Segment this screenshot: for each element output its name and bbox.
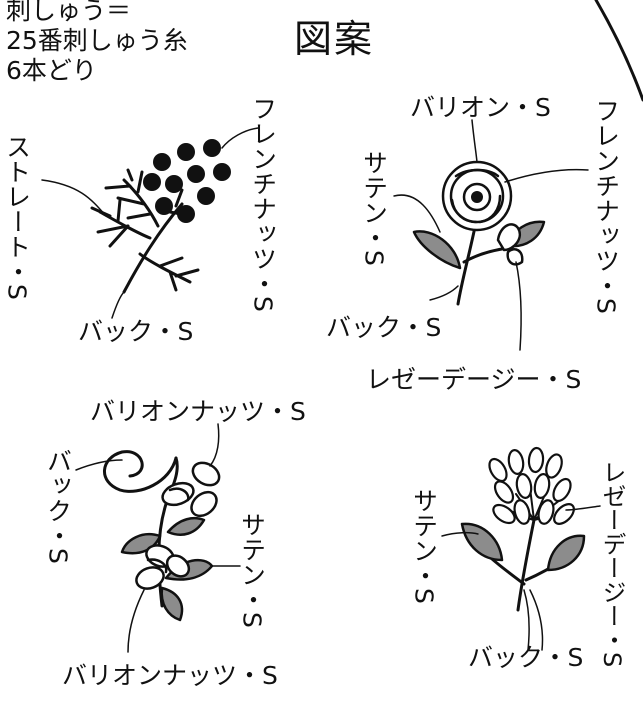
twig-branch bbox=[104, 170, 160, 228]
label-back-stitch-1: バック・S bbox=[78, 317, 193, 346]
label-bullion-stitch: バリオン・S bbox=[410, 93, 551, 122]
sprig-stem bbox=[516, 518, 536, 612]
bullion-knot-top bbox=[161, 461, 221, 518]
sprig-leaf bbox=[460, 522, 504, 562]
page-title: 図案 bbox=[294, 17, 375, 61]
motif-twig bbox=[90, 168, 200, 294]
motif1-leader-lines bbox=[41, 127, 259, 319]
vine-spiral bbox=[103, 450, 178, 493]
french-knot bbox=[177, 143, 195, 161]
motif-rose bbox=[412, 160, 546, 306]
label-french-knot-2: フレンチナッツ・S bbox=[592, 98, 621, 314]
lazy-daisy-petals bbox=[488, 446, 575, 525]
label-lazy-daisy-2: レゼーデージー・S bbox=[366, 365, 581, 394]
label-satin-stitch-3: サテン・S bbox=[238, 512, 267, 628]
label-satin-stitch-4: サテン・S bbox=[410, 488, 439, 604]
label-bullion-knot-top: バリオンナッツ・S bbox=[90, 397, 306, 426]
rose-leaf bbox=[412, 230, 462, 270]
motif-spiral-vine bbox=[103, 450, 221, 622]
french-knot bbox=[177, 205, 195, 223]
french-knot bbox=[203, 139, 221, 157]
french-knot bbox=[155, 197, 173, 215]
motif3-leader-lines bbox=[75, 423, 241, 653]
rose-petal bbox=[450, 168, 502, 224]
motif2-leader-lines bbox=[393, 119, 589, 351]
note-line-1: 刺しゅう＝ bbox=[6, 0, 132, 25]
sprig-leaf bbox=[546, 534, 586, 572]
label-lazy-daisy-4: レゼーデージー・S bbox=[598, 460, 626, 667]
rose-stem bbox=[456, 220, 478, 306]
rose-bud bbox=[506, 248, 524, 266]
label-straight-stitch: ストレート・S bbox=[3, 134, 32, 300]
french-knot-cluster bbox=[143, 139, 231, 223]
french-knot bbox=[213, 163, 231, 181]
rose-center-knot bbox=[471, 191, 483, 203]
note-line-2: 25番刺しゅう糸 bbox=[6, 26, 188, 55]
twig-branch bbox=[138, 252, 200, 292]
bullion-knot-bottom bbox=[135, 544, 191, 590]
twig-branch bbox=[90, 198, 152, 248]
label-french-knot-1: フレンチナッツ・S bbox=[249, 96, 278, 312]
label-back-stitch-3: バック・S bbox=[44, 448, 73, 564]
vine-leaf bbox=[166, 516, 206, 536]
french-knot bbox=[187, 165, 205, 183]
label-satin-stitch-2: サテン・S bbox=[360, 150, 389, 266]
french-knot bbox=[143, 173, 161, 191]
french-knot bbox=[153, 153, 171, 171]
label-back-stitch-4: バック・S bbox=[468, 643, 583, 672]
thread-note: 刺しゅう＝ 25番刺しゅう糸 6本どり bbox=[6, 0, 188, 86]
rose-inner-petal bbox=[462, 182, 492, 212]
french-knot bbox=[165, 175, 183, 193]
label-back-stitch-2: バック・S bbox=[326, 313, 441, 342]
motif4-leader-lines bbox=[441, 505, 601, 651]
page-edge-curve bbox=[594, 0, 643, 102]
motif-lazy-daisy-sprig bbox=[460, 446, 586, 612]
vine-leaf bbox=[160, 586, 184, 622]
rose-bud bbox=[496, 223, 521, 252]
french-knot bbox=[197, 187, 215, 205]
note-line-3: 6本どり bbox=[6, 56, 97, 85]
label-bullion-knot-bottom: バリオンナッツ・S bbox=[62, 661, 278, 690]
labels: ストレート・S フレンチナッツ・S バック・S バリオン・S サテン・S フレン… bbox=[3, 93, 627, 690]
